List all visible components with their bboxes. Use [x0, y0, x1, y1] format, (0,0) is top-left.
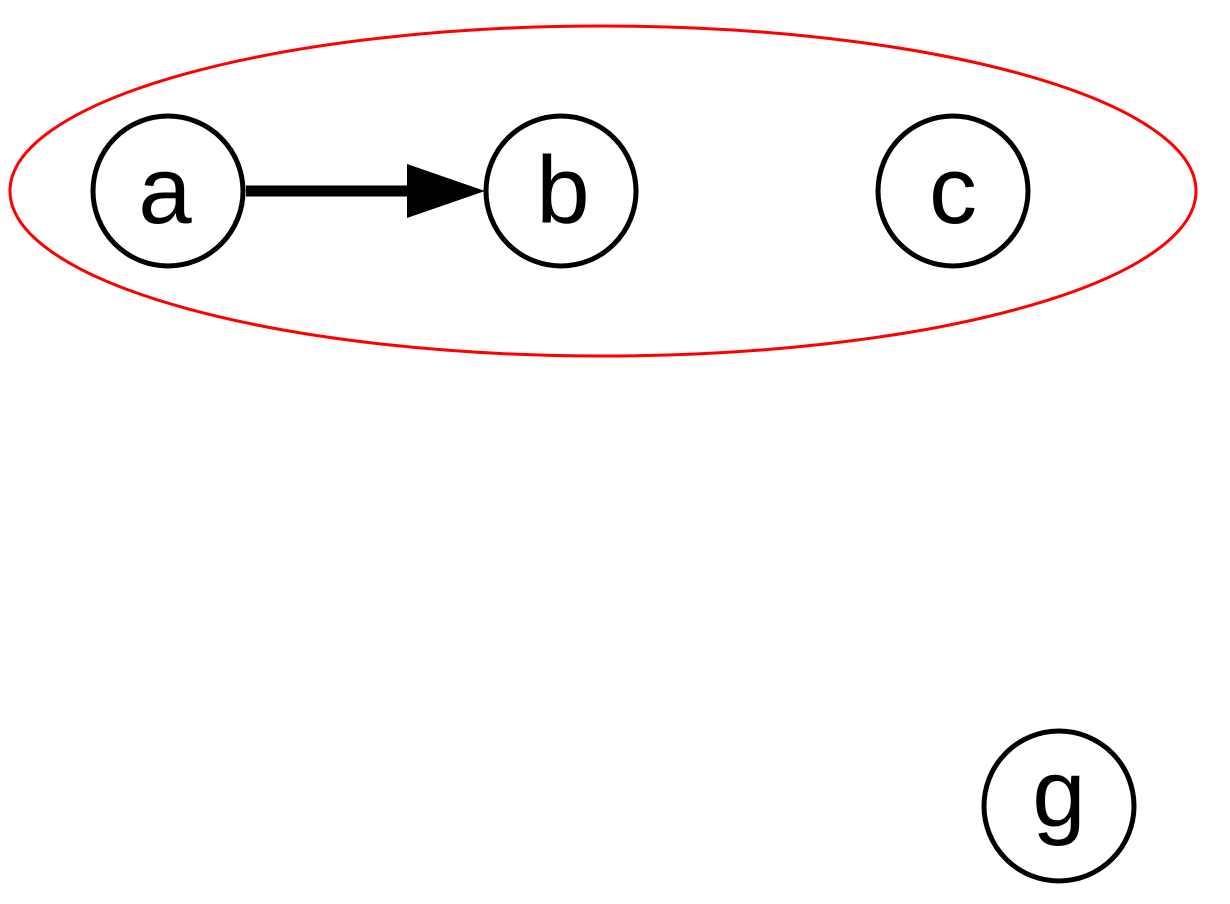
node-a-label: a	[138, 137, 192, 244]
node-c[interactable]: c	[875, 113, 1031, 269]
node-b-label: b	[536, 137, 589, 244]
node-g-circle	[981, 728, 1137, 884]
node-c-circle	[875, 113, 1031, 269]
node-g-label: g	[1032, 740, 1085, 847]
node-g[interactable]: g	[981, 728, 1137, 884]
node-a[interactable]: a	[90, 113, 246, 269]
node-b[interactable]: b	[483, 113, 639, 269]
node-a-circle	[90, 113, 246, 269]
group-boundary-ellipse	[8, 24, 1198, 358]
edge-a-to-b-arrowhead	[407, 164, 485, 218]
edge-a-to-b	[246, 164, 485, 218]
node-b-circle	[483, 113, 639, 269]
node-c-label: c	[929, 137, 977, 244]
